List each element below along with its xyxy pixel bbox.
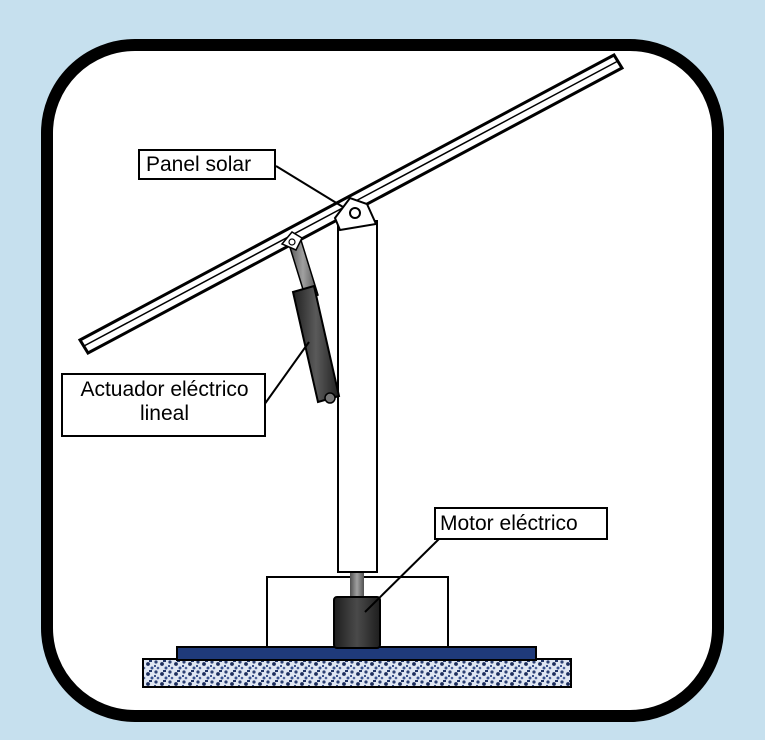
support-post <box>337 220 378 573</box>
panel-solar-label: Panel solar <box>138 149 276 180</box>
motor-shaft <box>350 570 364 600</box>
panel-leader-line <box>275 165 344 208</box>
solar-panel <box>77 53 625 355</box>
frame-border <box>41 39 724 722</box>
ground-slab <box>142 658 572 688</box>
actuator-leader-line <box>263 341 310 406</box>
actuator-label-line2: lineal <box>139 402 190 425</box>
actuator-label: Actuador eléctrico lineal <box>61 373 266 437</box>
motor-label: Motor eléctrico <box>434 507 608 540</box>
linear-actuator <box>287 236 341 404</box>
actuator-label-line1: Actuador eléctrico <box>80 378 249 401</box>
motor-leader-line <box>364 537 441 613</box>
